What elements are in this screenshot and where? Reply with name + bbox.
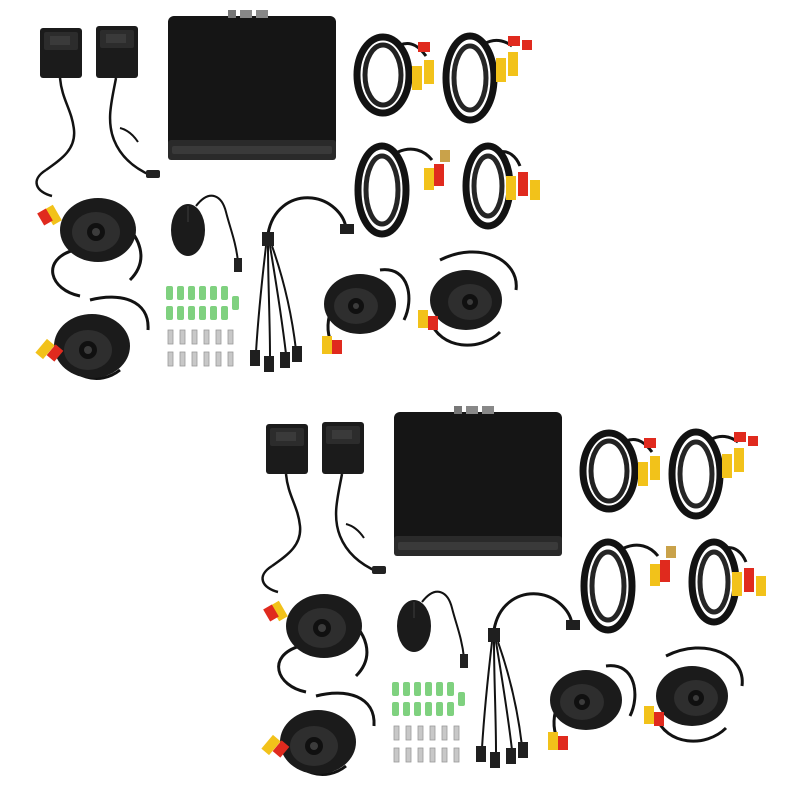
photo-background xyxy=(0,0,800,800)
cctv-kit-photo xyxy=(0,0,800,800)
product-photo xyxy=(0,0,800,800)
